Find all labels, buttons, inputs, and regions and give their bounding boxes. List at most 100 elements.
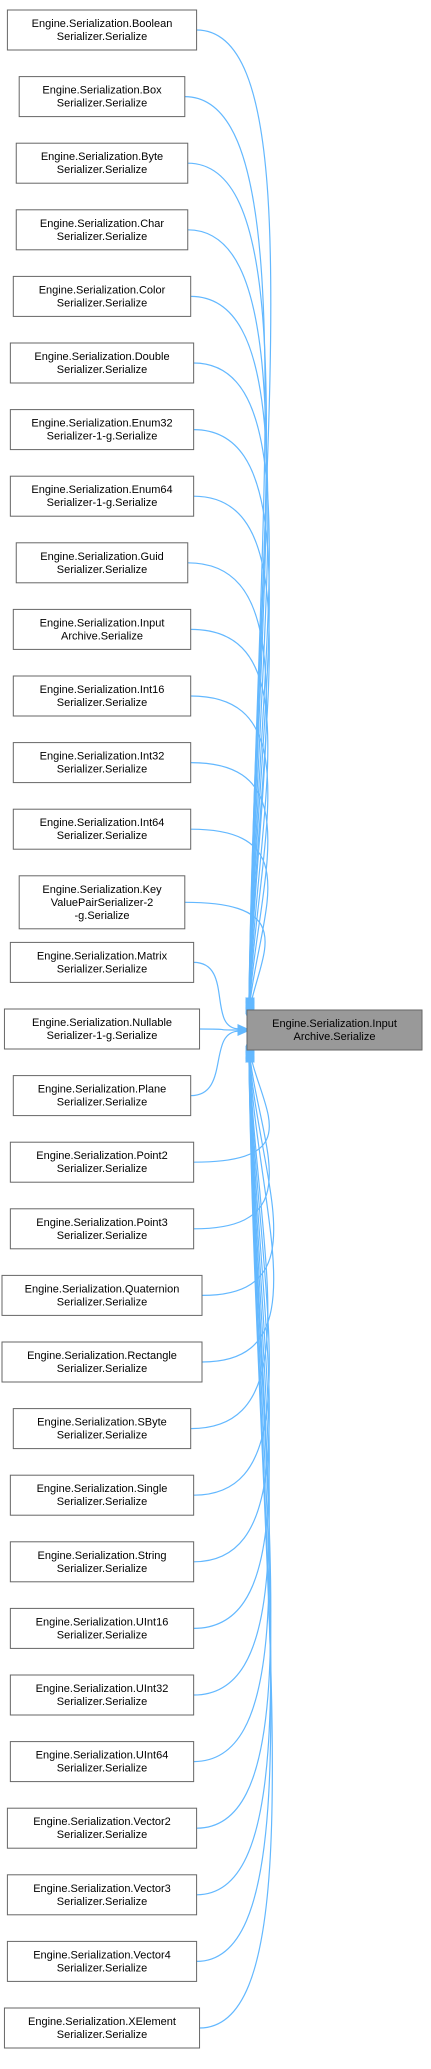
caller-node[interactable]: Engine.Serialization.SByteSerializer.Ser… [12,1408,192,1450]
caller-node[interactable]: Engine.Serialization.ColorSerializer.Ser… [12,275,192,317]
caller-node[interactable]: Engine.Serialization.NullableSerializer-… [3,1008,201,1050]
node-label-line: Engine.Serialization.Color [39,284,166,296]
call-edge [193,1055,270,1696]
call-edge [193,1054,270,1629]
target-node-box[interactable]: Engine.Serialization.InputArchive.Serial… [246,1009,423,1051]
node-label-line: Engine.Serialization.String [37,1550,166,1562]
node-box [6,1940,198,1982]
node-label-line: Engine.Serialization.Enum64 [31,484,172,496]
node-box [6,9,198,51]
caller-node[interactable]: Engine.Serialization.DoubleSerializer.Se… [9,342,195,384]
caller-node[interactable]: Engine.Serialization.SingleSerializer.Se… [9,1474,195,1516]
node-label-line: Serializer.Serialize [57,1496,147,1508]
call-edge [190,695,269,1011]
caller-node[interactable]: Engine.Serialization.Vector4Serializer.S… [6,1940,198,1982]
node-label-line: Serializer.Serialize [57,764,147,776]
node-label-line: Engine.Serialization.Input [40,617,165,629]
node-label-line: Serializer.Serialize [57,830,147,842]
caller-node[interactable]: Engine.Serialization.Enum64Serializer-1-… [9,475,195,517]
caller-node[interactable]: Engine.Serialization.Vector3Serializer.S… [6,1874,198,1916]
node-label-line: Serializer.Serialize [57,1696,147,1708]
caller-node[interactable]: Engine.Serialization.Int64Serializer.Ser… [12,808,192,850]
caller-node[interactable]: Engine.Serialization.InputArchive.Serial… [12,608,192,650]
call-edges [184,29,275,2029]
caller-node[interactable]: Engine.Serialization.XElementSerializer.… [3,2007,201,2049]
caller-node[interactable]: Engine.Serialization.BooleanSerializer.S… [6,9,198,51]
node-box [3,1008,201,1050]
caller-node[interactable]: Engine.Serialization.KeyValuePairSeriali… [18,875,186,930]
caller-node[interactable]: Engine.Serialization.UInt64Serializer.Se… [9,1741,195,1783]
node-box [9,1141,195,1183]
node-label-line: Serializer.Serialize [57,1230,147,1242]
node-label-line: -g.Serialize [74,910,129,922]
node-box [12,1408,192,1450]
call-edge [190,762,269,1012]
caller-node[interactable]: Engine.Serialization.RectangleSerializer… [1,1341,203,1383]
caller-node[interactable]: Engine.Serialization.PlaneSerializer.Ser… [12,1075,192,1117]
node-box [12,608,192,650]
call-edge [184,901,266,1014]
caller-node[interactable]: Engine.Serialization.StringSerializer.Se… [9,1541,195,1583]
node-label-line: Engine.Serialization.Matrix [37,950,168,962]
node-label-line: Serializer.Serialize [57,1163,147,1175]
caller-node[interactable]: Engine.Serialization.MatrixSerializer.Se… [9,941,195,983]
node-label-line: Engine.Serialization.Quaternion [25,1283,180,1295]
target-node[interactable]: Engine.Serialization.InputArchive.Serial… [246,1009,423,1051]
node-label-line: Engine.Serialization.Box [42,85,162,97]
node-box [9,1674,195,1716]
node-box [12,808,192,850]
node-box [15,209,189,251]
node-label-line: Engine.Serialization.Vector4 [33,1949,171,1961]
node-label-line: Engine.Serialization.Single [37,1483,168,1495]
call-edge [193,961,240,1030]
caller-node[interactable]: Engine.Serialization.QuaternionSerialize… [1,1274,203,1316]
node-label-line: Serializer.Serialize [57,1296,147,1308]
caller-node[interactable]: Engine.Serialization.BoxSerializer.Seria… [18,76,186,118]
caller-node[interactable]: Engine.Serialization.UInt16Serializer.Se… [9,1607,195,1649]
node-label-line: Serializer.Serialize [57,963,147,975]
caller-node[interactable]: Engine.Serialization.CharSerializer.Seri… [15,209,189,251]
node-label-line: Serializer.Serialize [57,1097,147,1109]
node-label-line: Serializer.Serialize [57,297,147,309]
node-box [6,1874,198,1916]
caller-node[interactable]: Engine.Serialization.Vector2Serializer.S… [6,1807,198,1849]
node-label-line: Serializer.Serialize [57,164,147,176]
node-label-line: Serializer.Serialize [57,697,147,709]
node-box [6,1807,198,1849]
caller-node[interactable]: Engine.Serialization.UInt32Serializer.Se… [9,1674,195,1716]
node-label-line: Engine.Serialization.UInt16 [36,1616,169,1628]
node-label-line: Serializer-1-g.Serialize [47,1030,158,1042]
call-edge [196,1058,272,1829]
node-box [9,1208,195,1250]
caller-node[interactable]: Engine.Serialization.GuidSerializer.Seri… [15,542,189,584]
caller-node[interactable]: Engine.Serialization.ByteSerializer.Seri… [15,142,189,184]
call-edge [190,828,269,1013]
node-label-line: Engine.Serialization.Vector2 [33,1816,171,1828]
caller-node[interactable]: Engine.Serialization.Int16Serializer.Ser… [12,675,192,717]
node-label-line: Engine.Serialization.Int32 [40,751,165,763]
node-label-line: Serializer.Serialize [57,1363,147,1375]
node-label-line: Serializer.Serialize [57,364,147,376]
caller-node[interactable]: Engine.Serialization.Enum32Serializer-1-… [9,409,195,451]
call-edge [199,1061,273,2029]
caller-node[interactable]: Engine.Serialization.Point2Serializer.Se… [9,1141,195,1183]
node-box [18,875,186,930]
node-label-line: Engine.Serialization.UInt32 [36,1683,169,1695]
node-label-line: Engine.Serialization.Guid [40,551,164,563]
node-label-line: Serializer.Serialize [57,564,147,576]
node-box [9,409,195,451]
node-label-line: Serializer-1-g.Serialize [47,431,158,443]
node-box [18,76,186,118]
caller-node[interactable]: Engine.Serialization.Int32Serializer.Ser… [12,742,192,784]
node-box [9,1474,195,1516]
call-edge [193,495,270,1007]
node-box [246,1009,423,1051]
call-edge [193,1053,270,1563]
node-label-line: Engine.Serialization.Input [272,1018,397,1030]
node-label-line: Engine.Serialization.Vector3 [33,1883,171,1895]
node-label-line: Engine.Serialization.Char [40,218,164,230]
caller-node[interactable]: Engine.Serialization.Point3Serializer.Se… [9,1208,195,1250]
node-label-line: Archive.Serialize [294,1031,376,1043]
node-box [12,742,192,784]
node-box [9,475,195,517]
